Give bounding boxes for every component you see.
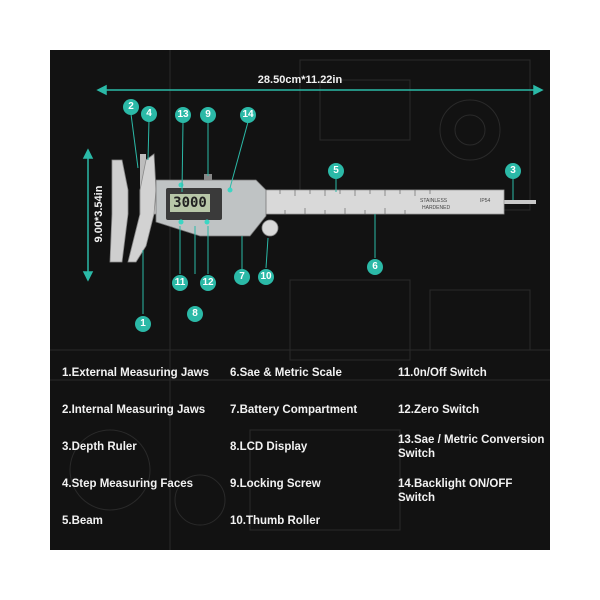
- legend-item-7: 7.Battery Compartment: [230, 404, 358, 416]
- beam-text-ip54: IP54: [480, 198, 491, 204]
- lcd-reading: 3000: [173, 195, 207, 211]
- caliper-illustration: [50, 50, 550, 550]
- height-dimension-label: 9.00*3.54in: [93, 185, 105, 243]
- thumb-roller: [261, 219, 279, 237]
- diagram-panel: 3000 STAINLESS HARDENED IP54 28.50cm*11.…: [50, 50, 550, 550]
- slider-body: [155, 174, 279, 237]
- height-dimension-arrow: [82, 148, 94, 282]
- backlight-switch-dot: [227, 187, 233, 193]
- leader-lines: [130, 113, 514, 314]
- zero-switch-dot: [204, 219, 210, 225]
- legend-item-2: 2.Internal Measuring Jaws: [62, 404, 206, 416]
- legend-item-14: 14.Backlight ON/OFF Switch: [398, 478, 513, 504]
- legend-item-12: 12.Zero Switch: [398, 404, 480, 416]
- callout-14: 14: [240, 107, 256, 123]
- legend-item-9: 9.Locking Screw: [230, 478, 321, 490]
- on-off-switch-dot: [178, 219, 184, 225]
- callout-2: 2: [123, 99, 139, 115]
- callout-12: 12: [200, 275, 216, 291]
- callout-3: 3: [505, 163, 521, 179]
- legend-item-3: 3.Depth Ruler: [62, 441, 137, 453]
- legend-item-4: 4.Step Measuring Faces: [62, 478, 194, 490]
- beam-text-hardened: HARDENED: [422, 205, 451, 211]
- legend-item-6: 6.Sae & Metric Scale: [230, 367, 342, 379]
- callout-1: 1: [135, 316, 151, 332]
- callout-5: 5: [328, 163, 344, 179]
- callout-7: 7: [234, 269, 250, 285]
- width-dimension-arrow: [96, 84, 544, 96]
- callout-4: 4: [141, 106, 157, 122]
- conversion-switch-dot: [178, 182, 184, 188]
- legend-item-11: 11.0n/Off Switch: [398, 367, 487, 379]
- legend-item-8: 8.LCD Display: [230, 441, 308, 453]
- sliding-jaw: [127, 153, 157, 263]
- callout-9: 9: [200, 107, 216, 123]
- depth-ruler: [502, 200, 536, 204]
- legend-item-5: 5.Beam: [62, 515, 103, 527]
- callout-11: 11: [172, 275, 188, 291]
- beam-text-stainless: STAINLESS: [420, 198, 448, 204]
- legend-item-1: 1.External Measuring Jaws: [62, 367, 210, 379]
- legend-item-13: 13.Sae / Metric Conversion Switch: [398, 434, 545, 460]
- callout-6: 6: [367, 259, 383, 275]
- callout-13: 13: [175, 107, 191, 123]
- callout-10: 10: [258, 269, 274, 285]
- legend-item-10: 10.Thumb Roller: [230, 515, 321, 527]
- lcd-screen: [170, 194, 210, 212]
- callout-8: 8: [187, 306, 203, 322]
- locking-screw: [204, 174, 212, 180]
- blueprint-background: [50, 50, 550, 550]
- width-dimension-label: 28.50cm*11.22in: [257, 74, 343, 86]
